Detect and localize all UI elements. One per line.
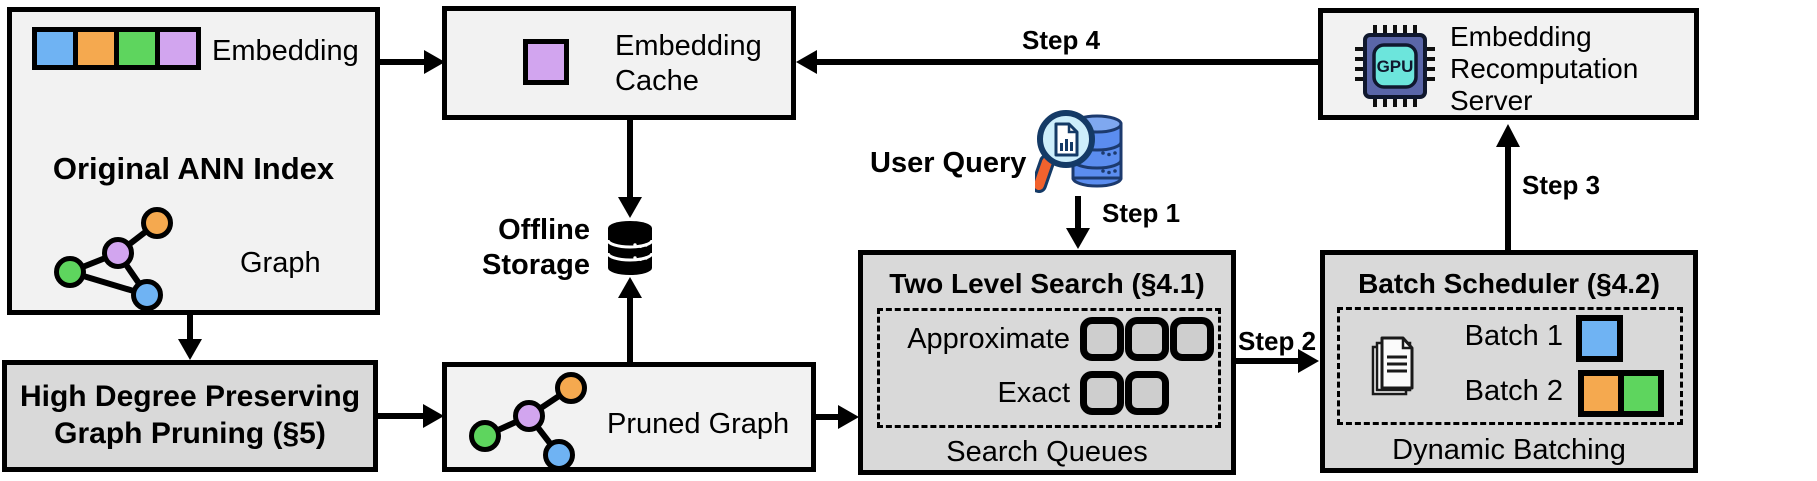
documents-icon — [1371, 336, 1414, 396]
dynamic-batching-container: Batch 1 Batch 2 — [1337, 307, 1683, 425]
arrow-pruning-to-pruned-graph — [377, 404, 444, 428]
queue-slot — [1080, 317, 1124, 361]
embedding-cell-orange — [78, 32, 114, 65]
embedding-cache-box: Embedding Cache — [442, 6, 796, 120]
batch-scheduler-title: Batch Scheduler (§4.2) — [1358, 268, 1660, 299]
approximate-label: Approximate — [907, 322, 1070, 355]
gpu-chip-icon: GPU — [1355, 25, 1435, 107]
batch2-cell-orange — [1584, 376, 1618, 411]
step4-label: Step 4 — [1022, 25, 1101, 55]
step2-label: Step 2 — [1238, 326, 1317, 356]
original-ann-index-box: Embedding Original ANN Index Graph — [7, 7, 380, 315]
graph-pruning-box: High Degree Preserving Graph Pruning (§5… — [2, 360, 378, 472]
batch2-color-squares — [1578, 370, 1664, 417]
arrow-step1-query-to-search — [1066, 196, 1090, 249]
search-queues-container: Approximate Exact — [877, 308, 1221, 428]
arrow-step3-batch-to-server — [1496, 124, 1520, 250]
batch-scheduler-box: Batch Scheduler (§4.2) Batch 1 Batch 2 — [1320, 250, 1698, 473]
server-label-line1: Embedding — [1450, 21, 1592, 52]
embedding-label: Embedding — [212, 35, 359, 67]
batch1-label: Batch 1 — [1464, 320, 1563, 352]
graph-icon — [54, 207, 173, 311]
embedding-cell-purple — [160, 32, 196, 65]
pruned-graph-icon — [469, 372, 587, 471]
pruning-title-line2: Graph Pruning (§5) — [54, 417, 326, 450]
original-ann-index-title: Original ANN Index — [52, 151, 335, 186]
queue-slot — [1125, 317, 1169, 361]
query-magnifier-database-icon — [1035, 110, 1123, 193]
dynamic-batching-caption: Dynamic Batching — [1392, 434, 1626, 466]
storage-label-line2: Storage — [482, 248, 590, 281]
cache-label-line1: Embedding — [615, 30, 762, 62]
cached-embedding-icon — [523, 39, 569, 85]
pruned-graph-box: Pruned Graph — [442, 362, 816, 472]
server-label-line2: Recomputation — [1450, 53, 1639, 85]
pruning-title-line1: High Degree Preserving — [19, 380, 361, 414]
pruned-graph-label: Pruned Graph — [607, 408, 790, 440]
two-level-search-box: Two Level Search (§4.1) Approximate Exac… — [858, 250, 1236, 475]
batch1-color-square — [1576, 315, 1623, 362]
graph-label: Graph — [240, 247, 321, 279]
embedding-vector-icon — [32, 27, 201, 70]
batch2-cell-green — [1624, 376, 1658, 411]
storage-label-line1: Offline — [498, 214, 590, 246]
arrow-pruned-to-storage — [618, 277, 642, 363]
recomputation-server-box: GPU Embedding Recomputation Server — [1318, 8, 1699, 120]
arrow-cache-to-storage — [618, 119, 642, 218]
gpu-text: GPU — [1377, 57, 1414, 76]
arrow-ann-to-cache — [379, 50, 445, 74]
arrow-ann-to-pruning — [178, 314, 202, 360]
server-label-line3: Server — [1450, 85, 1533, 117]
database-icon — [606, 221, 654, 275]
exact-label: Exact — [997, 376, 1070, 409]
embedding-cell-green — [119, 32, 155, 65]
queue-slot — [1080, 371, 1124, 415]
arrow-pruned-to-search — [815, 405, 859, 429]
two-level-search-title: Two Level Search (§4.1) — [889, 268, 1205, 299]
exact-queue-slots — [1080, 371, 1169, 415]
user-query-label: User Query — [870, 147, 1027, 179]
approximate-queue-slots — [1080, 317, 1214, 361]
queue-slot — [1170, 317, 1214, 361]
embedding-cell-blue — [37, 32, 73, 65]
queue-slot — [1125, 371, 1169, 415]
step3-label: Step 3 — [1522, 170, 1601, 200]
batch2-label: Batch 2 — [1464, 375, 1563, 407]
step1-label: Step 1 — [1102, 198, 1181, 228]
search-queues-caption: Search Queues — [946, 436, 1148, 468]
cache-label-line2: Cache — [615, 64, 699, 97]
